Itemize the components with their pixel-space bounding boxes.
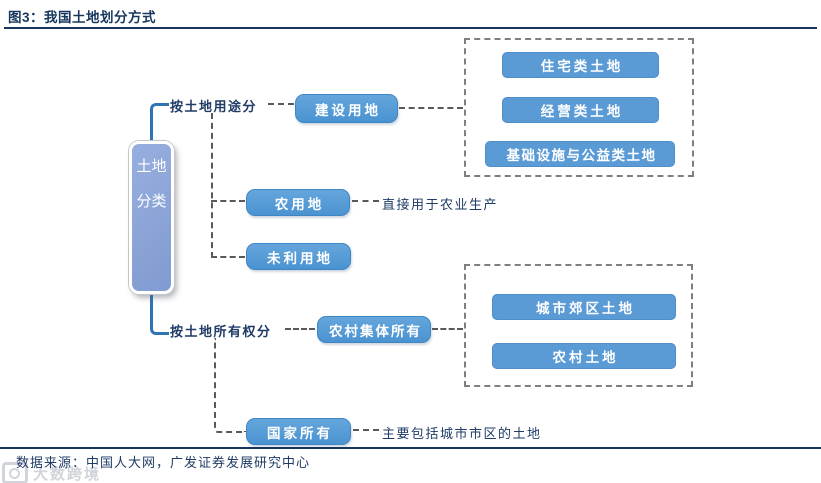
node-unused-land: 未利用地 — [246, 243, 351, 270]
footer-divider — [0, 447, 821, 449]
source-note: 数据来源：中国人大网，广发证券发展研究中心 — [16, 455, 311, 470]
figure-title: 图3：我国土地划分方式 — [8, 10, 157, 25]
watermark-text: 大数跨境 — [33, 465, 102, 483]
node-business-land: 经营类土地 — [502, 97, 659, 123]
node-rural-land: 农村土地 — [492, 343, 676, 369]
connector-use-to-construction — [268, 103, 294, 105]
watermark: 大数跨境 — [2, 462, 101, 483]
node-rural-collective: 农村集体所有 — [317, 316, 431, 343]
watermark-logo-icon — [2, 462, 28, 483]
node-land-classification: 土地分类 — [129, 141, 174, 294]
connector-to-unused — [211, 256, 245, 258]
branch-label-by-use: 按土地用途分 — [170, 99, 258, 114]
connector-state-to-note — [353, 429, 379, 431]
title-divider — [4, 27, 817, 29]
connector-use-vertical — [211, 113, 213, 258]
note-agricultural: 直接用于农业生产 — [382, 197, 499, 212]
node-infrastructure-public-land: 基础设施与公益类土地 — [485, 141, 675, 167]
connector-to-agricultural — [211, 200, 245, 202]
node-urban-suburb-land: 城市郊区土地 — [492, 294, 676, 320]
branch-label-by-ownership: 按土地所有权分 — [170, 324, 272, 339]
connector-ownership-to-collective — [285, 328, 315, 330]
node-residential-land: 住宅类土地 — [502, 52, 659, 78]
node-construction-land: 建设用地 — [295, 94, 398, 123]
connector-agricultural-to-note — [352, 200, 379, 202]
group-collective-land-types: 城市郊区土地 农村土地 — [464, 264, 693, 387]
group-construction-land-types: 住宅类土地 经营类土地 基础设施与公益类土地 — [464, 38, 694, 177]
connector-ownership-vertical — [214, 338, 246, 433]
connector-collective-to-group — [432, 328, 463, 330]
node-state-owned: 国家所有 — [246, 418, 351, 445]
connector-construction-to-group — [399, 107, 463, 109]
note-state-owned: 主要包括城市市区的土地 — [382, 426, 542, 441]
node-agricultural-land: 农用地 — [246, 189, 350, 216]
